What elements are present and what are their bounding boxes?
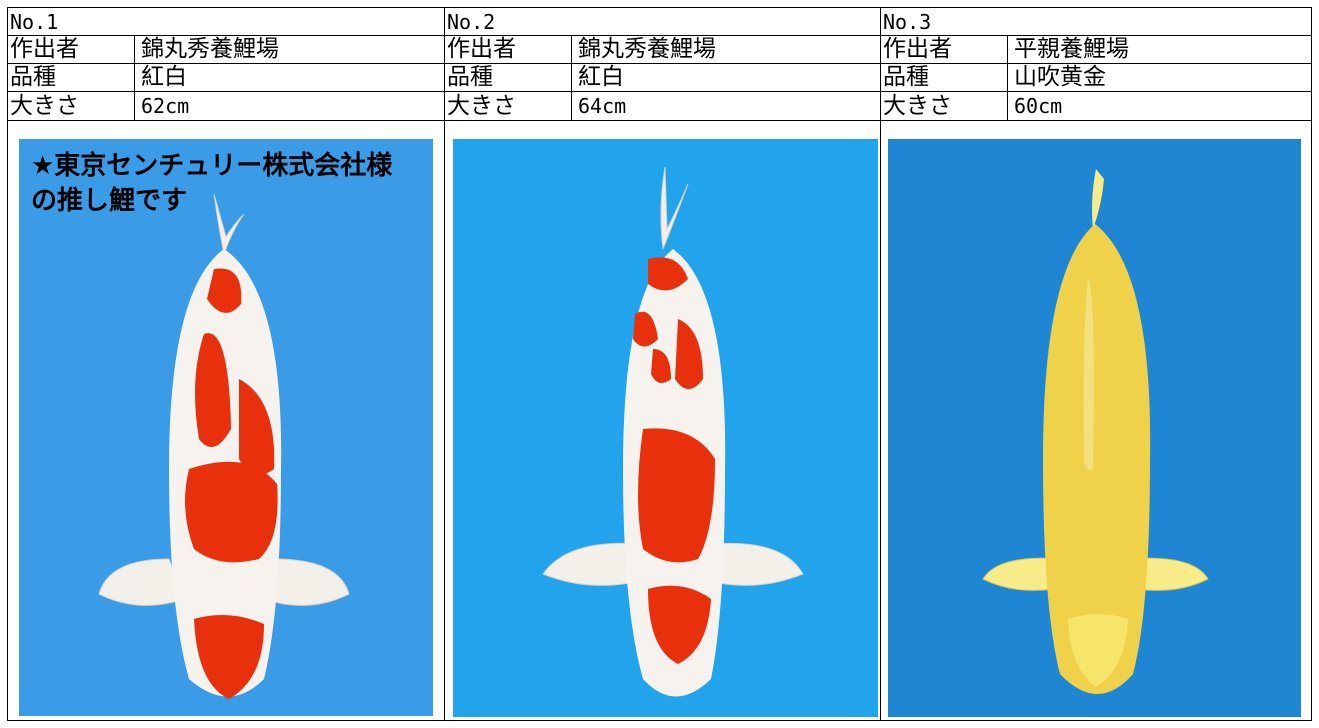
entry-number-row: No.2 [445,8,880,36]
entry-number-row: No.3 [881,8,1311,36]
entry-number-row: No.1 [8,8,444,36]
breeder-label: 作出者 [883,36,1008,63]
entry-card-3: No.3 作出者 平親養鯉場 品種 山吹黄金 大きさ 60cm [880,7,1312,721]
breeder-label: 作出者 [447,36,572,63]
variety-value: 紅白 [141,64,187,90]
variety-row: 品種 紅白 [445,64,880,92]
koi-photo [888,139,1301,717]
size-label: 大きさ [883,92,1008,120]
variety-value: 紅白 [578,64,624,90]
size-value: 62cm [141,94,190,118]
koi-entry-sheet: No.1 作出者 錦丸秀養鯉場 品種 紅白 大きさ 62cm [7,7,1312,721]
kohaku-koi-image [542,166,804,697]
variety-value: 山吹黄金 [1014,64,1106,90]
size-value: 60cm [1014,94,1063,118]
koi-photo [453,139,878,717]
size-label: 大きさ [10,92,135,120]
breeder-value: 錦丸秀養鯉場 [141,36,279,62]
photo-caption: ★東京センチュリー株式会社様 の推し鯉です [31,149,392,219]
entry-number: No.3 [883,9,932,34]
variety-row: 品種 紅白 [8,64,444,92]
koi-photo: ★東京センチュリー株式会社様 の推し鯉です [19,139,433,716]
size-label: 大きさ [447,92,572,120]
size-value: 64cm [578,94,627,118]
variety-label: 品種 [883,64,1008,91]
breeder-value: 平親養鯉場 [1014,36,1129,62]
kohaku-koi-image [98,193,350,699]
breeder-value: 錦丸秀養鯉場 [578,36,716,62]
entry-card-1: No.1 作出者 錦丸秀養鯉場 品種 紅白 大きさ 62cm [7,7,445,721]
breeder-row: 作出者 錦丸秀養鯉場 [8,36,444,64]
breeder-label: 作出者 [10,36,135,63]
breeder-row: 作出者 錦丸秀養鯉場 [445,36,880,64]
size-row: 大きさ 60cm [881,92,1311,121]
size-row: 大きさ 64cm [445,92,880,121]
entry-card-2: No.2 作出者 錦丸秀養鯉場 品種 紅白 大きさ 64cm [444,7,881,721]
variety-row: 品種 山吹黄金 [881,64,1311,92]
variety-label: 品種 [10,64,135,91]
yamabuki-koi-image [982,169,1209,694]
caption-line-2: の推し鯉です [31,186,188,216]
entry-number: No.2 [447,9,496,34]
breeder-row: 作出者 平親養鯉場 [881,36,1311,64]
caption-line-1: ★東京センチュリー株式会社様 [31,151,393,181]
entry-number: No.1 [10,9,59,34]
size-row: 大きさ 62cm [8,92,444,121]
variety-label: 品種 [447,64,572,91]
